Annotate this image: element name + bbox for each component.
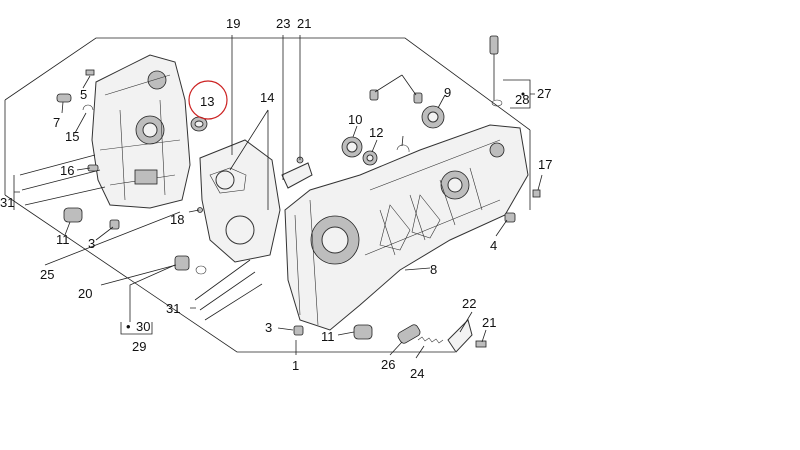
left-crankcase-cover [91,54,191,209]
label-26: 26 [381,357,395,372]
label-29: 29 [132,339,146,354]
label-9: 9 [444,85,451,100]
label-4: 4 [490,238,497,253]
main-crankcase [284,124,529,331]
label-13: 13 [200,94,214,109]
highlight-circle-13 [188,80,228,120]
label-31-right: 31 [166,301,180,316]
label-25: 25 [40,267,54,282]
label-7: 7 [53,115,60,130]
label-8: 8 [430,262,437,277]
leader-lines [13,35,543,359]
marker-dot-27 [521,92,525,96]
label-16: 16 [60,163,74,178]
callout-labels: 19 23 21 14 13 9 10 12 28 27 17 4 8 5 7 … [0,16,552,381]
label-24: 24 [410,366,424,381]
label-17: 17 [538,157,552,172]
label-3-right: 3 [265,320,272,335]
label-12: 12 [369,125,383,140]
label-19: 19 [226,16,240,31]
assembly-frame-lines [4,37,531,353]
label-18: 18 [170,212,184,227]
label-22: 22 [462,296,476,311]
label-23: 23 [276,16,290,31]
label-21-right: 21 [482,315,496,330]
label-27: 27 [537,86,551,101]
long-bolts [19,154,263,321]
label-3-left: 3 [88,236,95,251]
label-5: 5 [80,87,87,102]
label-28: 28 [515,92,529,107]
label-14: 14 [260,90,274,105]
label-20: 20 [78,286,92,301]
small-parts [56,35,541,353]
gasket-14 [199,139,281,263]
label-1: 1 [292,358,299,373]
label-21-top: 21 [297,16,311,31]
bracket-29-30 [120,322,153,335]
label-30-dot: • [126,319,131,334]
label-30: 30 [136,319,150,334]
label-11-left: 11 [56,232,70,247]
label-10: 10 [348,112,362,127]
label-31-left: 31 [0,195,14,210]
label-15: 15 [65,129,79,144]
label-11-right: 11 [321,329,335,344]
